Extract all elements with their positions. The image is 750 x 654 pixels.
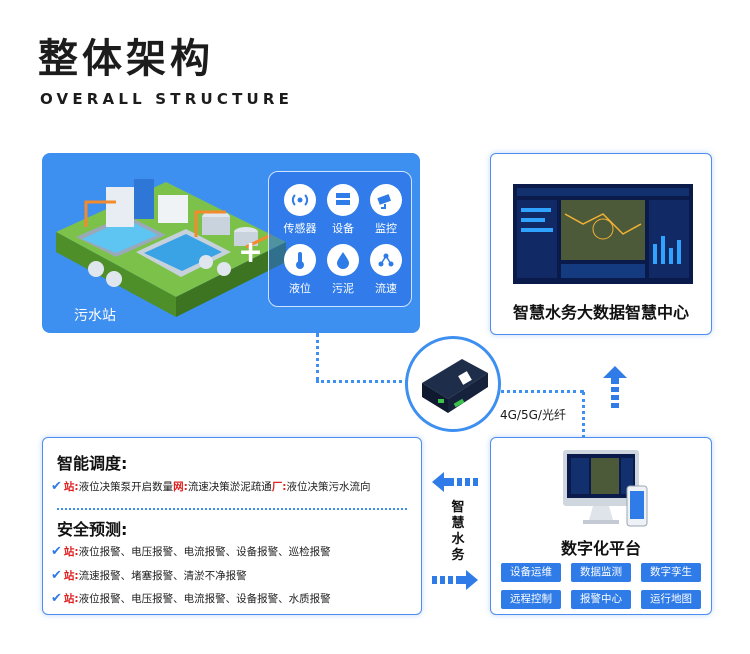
page-title: 整体架构 <box>38 36 214 82</box>
scheduling-heading: 智能调度: <box>57 454 128 473</box>
sensor-item-sensor: 传感器 <box>277 184 323 236</box>
sensor-label: 监控 <box>375 222 397 235</box>
sensor-item-flow: 流速 <box>363 244 409 296</box>
server-icon <box>327 184 359 216</box>
operations-card: 智能调度: ✔站:液位决策泵开启数量网:流速决策淤泥疏通厂:液位决策污水流向 安… <box>42 437 422 615</box>
chip-operation-map: 运行地图 <box>641 590 701 609</box>
page-subtitle: OVERALL STRUCTURE <box>40 90 294 108</box>
safety-line: ✔站:液位报警、电压报警、电流报警、设备报警、巡检报警 <box>51 544 331 559</box>
chip-alarm-center: 报警中心 <box>571 590 631 609</box>
sewage-station-label: 污水站 <box>74 308 116 324</box>
sewage-station-card: 污水站 + 传感器 设备 监控 液位 <box>42 153 420 333</box>
chip-device-maintenance: 设备运维 <box>501 563 561 582</box>
safety-heading: 安全预测: <box>57 520 128 539</box>
arrow-right-icon <box>432 570 478 590</box>
sensor-label: 传感器 <box>283 222 317 235</box>
safety-line: ✔站:流速报警、堵塞报警、清淤不净报警 <box>51 568 247 583</box>
chip-data-monitoring: 数据监测 <box>571 563 631 582</box>
digital-platform-card: 数字化平台 设备运维 数据监测 数字孪生 远程控制 报警中心 运行地图 <box>490 437 712 615</box>
flow-icon <box>370 244 402 276</box>
bigdata-center-card: 智慧水务大数据智慧中心 <box>490 153 712 335</box>
dotted-divider <box>57 508 407 510</box>
monitor-phone-image <box>563 450 648 527</box>
sensor-label: 流速 <box>375 282 397 295</box>
signal-icon <box>284 184 316 216</box>
connector-line <box>582 392 585 438</box>
plus-icon: + <box>238 235 264 270</box>
drop-icon <box>327 244 359 276</box>
sensor-item-device: 设备 <box>320 184 366 236</box>
sewage-plant-illustration <box>56 179 286 317</box>
flow-label: 智慧水务 <box>451 500 465 563</box>
arrow-left-icon <box>432 472 478 492</box>
camera-icon <box>370 184 402 216</box>
chip-digital-twin: 数字孪生 <box>641 563 701 582</box>
check-icon: ✔ <box>51 591 62 606</box>
connector-line <box>316 380 408 383</box>
thermometer-icon <box>284 244 316 276</box>
dashboard-screen-image <box>513 184 693 284</box>
safety-line: ✔站:液位报警、电压报警、电流报警、设备报警、水质报警 <box>51 591 331 606</box>
check-icon: ✔ <box>51 479 62 494</box>
connector-line <box>316 333 319 381</box>
sensor-label: 设备 <box>332 222 354 235</box>
bigdata-center-label: 智慧水务大数据智慧中心 <box>512 303 689 322</box>
sensor-panel: 传感器 设备 监控 液位 污泥 <box>268 171 412 307</box>
check-icon: ✔ <box>51 544 62 559</box>
sensor-label: 液位 <box>289 282 311 295</box>
connector-line <box>494 390 584 393</box>
sensor-item-sludge: 污泥 <box>320 244 366 296</box>
digital-platform-title: 数字化平台 <box>560 539 641 558</box>
sensor-item-level: 液位 <box>277 244 323 296</box>
check-icon: ✔ <box>51 568 62 583</box>
chip-remote-control: 远程控制 <box>501 590 561 609</box>
gateway-device-image <box>405 336 501 432</box>
sensor-item-monitor: 监控 <box>363 184 409 236</box>
network-label: 4G/5G/光纤 <box>500 408 566 422</box>
sensor-label: 污泥 <box>332 282 354 295</box>
scheduling-line: ✔站:液位决策泵开启数量网:流速决策淤泥疏通厂:液位决策污水流向 <box>51 479 371 494</box>
arrow-up-icon <box>603 366 627 408</box>
